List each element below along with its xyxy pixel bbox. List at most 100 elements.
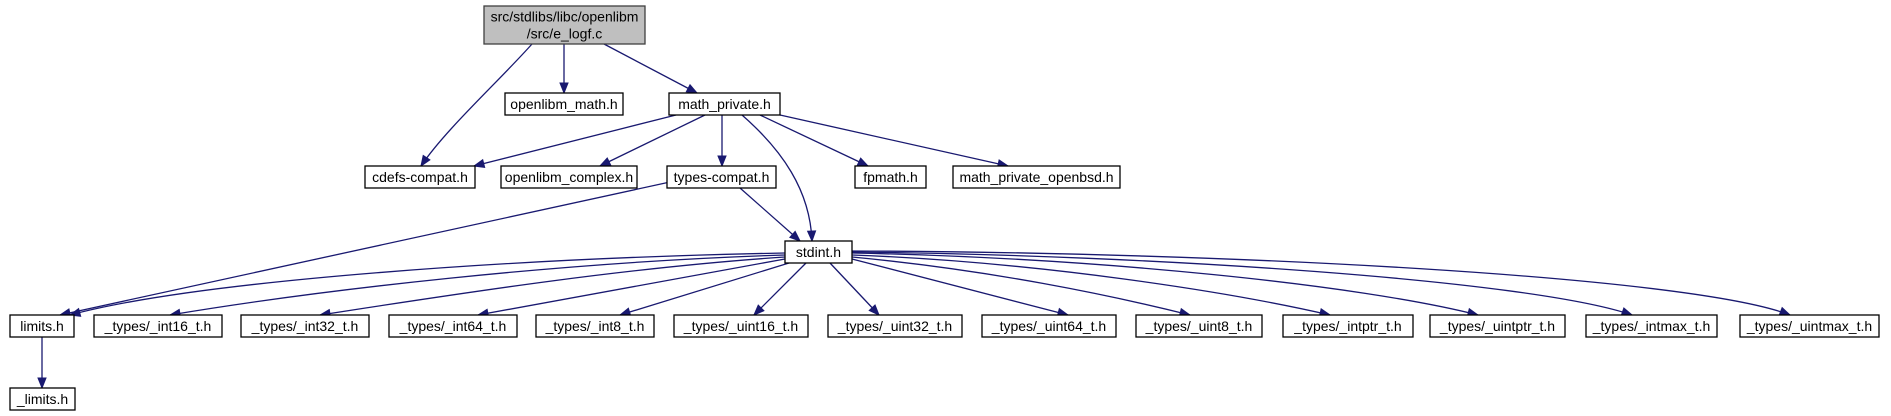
edge-line xyxy=(59,181,671,316)
edge-line xyxy=(69,252,786,316)
node-math-private-openbsd[interactable]: math_private_openbsd.h xyxy=(952,165,1121,189)
node-label: openlibm_math.h xyxy=(510,96,617,112)
edge-stdint-to-uint16 xyxy=(753,262,807,316)
edge-line xyxy=(319,256,786,316)
edge-line xyxy=(739,187,801,242)
edge-line xyxy=(851,254,1331,316)
node-box xyxy=(673,314,809,338)
node-uint8[interactable]: _types/_uint8_t.h xyxy=(1135,314,1263,338)
node-box xyxy=(240,314,370,338)
edge-stdint-to-int64 xyxy=(476,258,786,318)
node-box xyxy=(1585,314,1718,338)
edge-stdint-to-int32 xyxy=(318,256,786,319)
edge-arrowhead xyxy=(717,155,727,168)
edge-stdint-to-int8 xyxy=(618,262,790,317)
node-box xyxy=(1282,314,1414,338)
node-uint32[interactable]: _types/_uint32_t.h xyxy=(827,314,963,338)
node-label: _types/_intptr_t.h xyxy=(1293,318,1401,334)
node-int32[interactable]: _types/_int32_t.h xyxy=(240,314,370,338)
edges-layer xyxy=(37,43,1792,390)
node-box xyxy=(504,92,624,116)
edge-arrowhead xyxy=(753,304,765,316)
node-fpmath[interactable]: fpmath.h xyxy=(854,165,927,189)
node-label: /src/e_logf.c xyxy=(527,26,602,42)
node-label: _types/_int64_t.h xyxy=(399,318,507,334)
edge-arrowhead xyxy=(856,157,870,167)
edge-limits-to-_limits xyxy=(37,337,47,390)
node-int8[interactable]: _types/_int8_t.h xyxy=(535,314,655,338)
node-box xyxy=(666,165,777,189)
node-intptr[interactable]: _types/_intptr_t.h xyxy=(1282,314,1414,338)
node-label: _types/_uint8_t.h xyxy=(1145,318,1253,334)
edge-line xyxy=(851,256,1191,316)
node--limits[interactable]: _limits.h xyxy=(9,387,76,411)
node-math-private[interactable]: math_private.h xyxy=(668,92,781,116)
node-box xyxy=(535,314,655,338)
edge-line xyxy=(477,258,786,316)
node-box xyxy=(93,314,223,338)
edge-line xyxy=(619,262,790,316)
node-label: openlibm_complex.h xyxy=(505,169,633,185)
node-box xyxy=(364,165,476,189)
node-label: _types/_int16_t.h xyxy=(104,318,212,334)
node-openlibm-math[interactable]: openlibm_math.h xyxy=(504,92,624,116)
edge-line xyxy=(603,43,698,94)
edge-types_compat-to-stdint xyxy=(739,187,802,242)
node-label: _types/_int32_t.h xyxy=(251,318,359,334)
edge-line xyxy=(599,114,706,167)
node-limits[interactable]: limits.h xyxy=(9,314,75,338)
node-label: cdefs-compat.h xyxy=(372,169,468,185)
edge-math_private-to-math_private_openbsd xyxy=(779,114,1010,169)
edge-stdint-to-limits xyxy=(68,252,786,317)
edge-arrowhead xyxy=(68,307,82,317)
edge-line xyxy=(759,114,869,167)
node-types-compat[interactable]: types-compat.h xyxy=(666,165,777,189)
node-intmax[interactable]: _types/_intmax_t.h xyxy=(1585,314,1718,338)
edge-stdint-to-uintmax xyxy=(851,250,1792,316)
edge-stdint-to-uint8 xyxy=(851,256,1192,318)
edge-arrowhead xyxy=(472,158,486,169)
edge-arrowhead xyxy=(788,230,802,242)
edge-arrowhead xyxy=(37,377,47,390)
edge-arrowhead xyxy=(806,230,817,243)
edge-math_private-to-cdefs_compat xyxy=(472,114,677,169)
node-int16[interactable]: _types/_int16_t.h xyxy=(93,314,223,338)
node-label: stdint.h xyxy=(796,244,841,260)
edge-arrowhead xyxy=(559,82,569,95)
node-uintmax[interactable]: _types/_uintmax_t.h xyxy=(1739,314,1880,338)
edge-arrowhead xyxy=(868,304,880,316)
node-box xyxy=(668,92,781,116)
edge-e_logf-to-math_private xyxy=(603,43,699,94)
edge-line xyxy=(851,258,1069,316)
edge-e_logf-to-openlibm_math xyxy=(559,44,569,95)
edge-arrowhead xyxy=(685,83,699,94)
node-cdefs-compat[interactable]: cdefs-compat.h xyxy=(364,165,476,189)
node-int64[interactable]: _types/_int64_t.h xyxy=(388,314,518,338)
node-uint64[interactable]: _types/_uint64_t.h xyxy=(981,314,1117,338)
edge-line xyxy=(753,262,807,316)
node-box xyxy=(388,314,518,338)
node-uint16[interactable]: _types/_uint16_t.h xyxy=(673,314,809,338)
edge-line xyxy=(473,114,677,167)
node-label: _types/_uint16_t.h xyxy=(683,318,798,334)
edge-line xyxy=(741,114,813,242)
node-box xyxy=(483,5,646,45)
root-file-node: src/stdlibs/libc/openlibm/src/e_logf.c xyxy=(483,5,646,45)
node-box xyxy=(1429,314,1566,338)
node-label: types-compat.h xyxy=(674,169,770,185)
node-box xyxy=(952,165,1121,189)
edge-math_private-to-stdint xyxy=(741,114,817,243)
edge-arrowhead xyxy=(1778,306,1792,316)
node-openlibm-complex[interactable]: openlibm_complex.h xyxy=(500,165,638,189)
edge-line xyxy=(779,114,1009,167)
node-box xyxy=(500,165,638,189)
node-label: math_private_openbsd.h xyxy=(959,169,1113,185)
node-uintptr[interactable]: _types/_uintptr_t.h xyxy=(1429,314,1566,338)
node-stdint[interactable]: stdint.h xyxy=(784,240,853,264)
node-label: src/stdlibs/libc/openlibm xyxy=(491,9,639,25)
edge-e_logf-to-cdefs_compat xyxy=(420,43,533,168)
edge-line xyxy=(851,250,1791,316)
node-box xyxy=(1135,314,1263,338)
node-label: _types/_uintptr_t.h xyxy=(1439,318,1555,334)
